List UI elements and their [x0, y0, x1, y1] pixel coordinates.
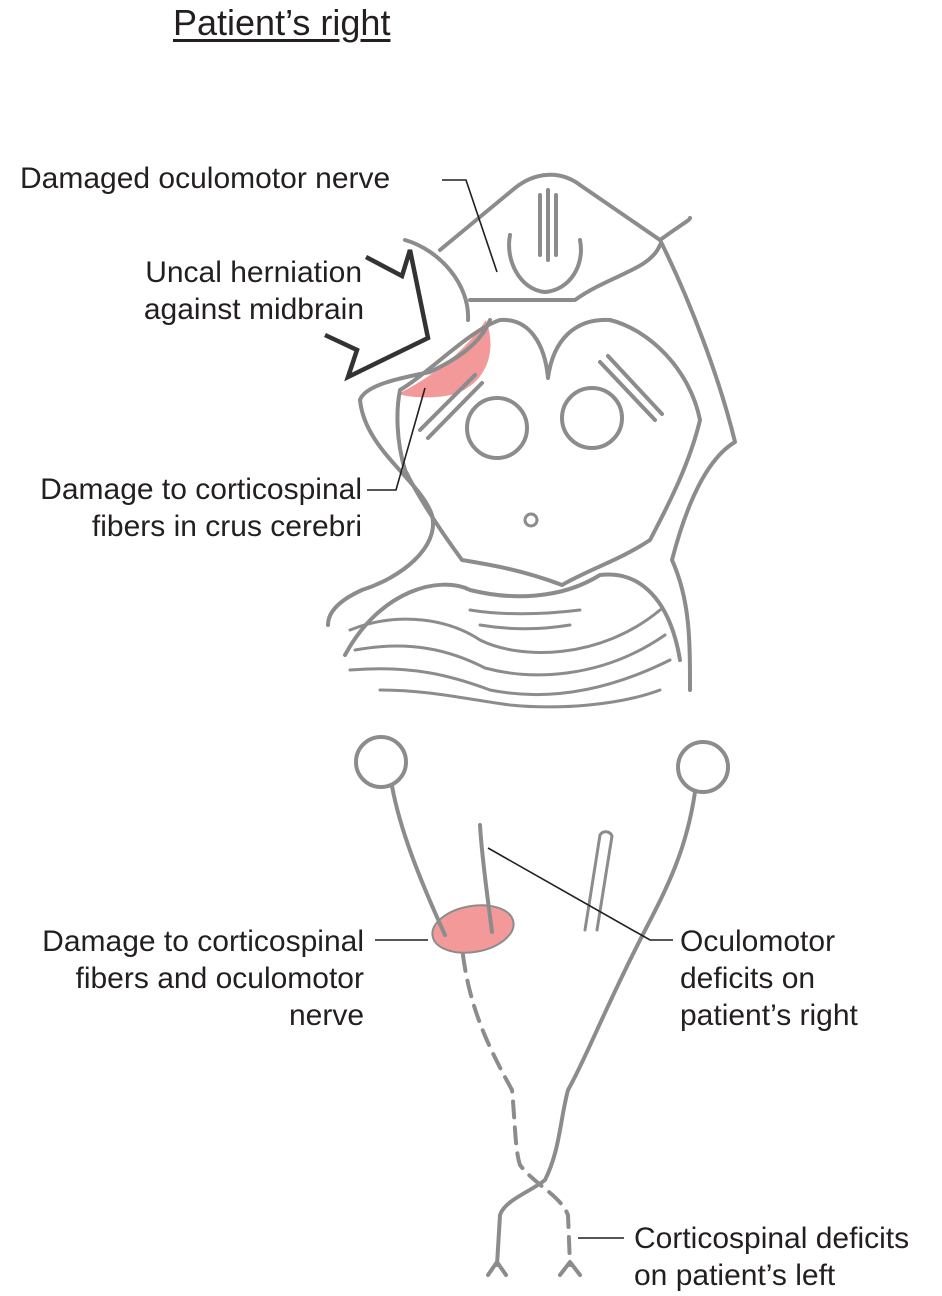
label-corticospinal-2: on patient’s left	[634, 1259, 836, 1292]
label-oculomotor-1: Oculomotor	[680, 925, 836, 958]
crus-lesion	[398, 320, 491, 398]
midbrain-outline	[326, 172, 737, 692]
label-crus-1: Damage to corticospinal	[40, 473, 362, 506]
label-uncal-herniation-2: against midbrain	[143, 293, 364, 326]
label-oculomotor-3: patient’s right	[680, 999, 858, 1032]
label-crus-2: fibers in crus cerebri	[91, 510, 362, 543]
label-oculomotor-2: deficits on	[680, 962, 816, 995]
label-corticospinal-1: Corticospinal deficits	[634, 1222, 910, 1255]
diagram-title: Patient’s right	[173, 2, 391, 43]
label-lower-2: fibers and oculomotor	[75, 962, 365, 995]
label-damaged-oculomotor-nerve: Damaged oculomotor nerve	[20, 162, 391, 195]
pons-outline	[343, 572, 682, 709]
label-lower-1: Damage to corticospinal	[42, 925, 364, 958]
herniation-arrow	[324, 249, 431, 382]
pathway-schematic	[354, 735, 730, 1277]
label-uncal-herniation-1: Uncal herniation	[145, 256, 362, 289]
leader-lines	[367, 179, 673, 1239]
label-lower-3: nerve	[288, 999, 364, 1032]
lower-lesion	[431, 904, 515, 954]
